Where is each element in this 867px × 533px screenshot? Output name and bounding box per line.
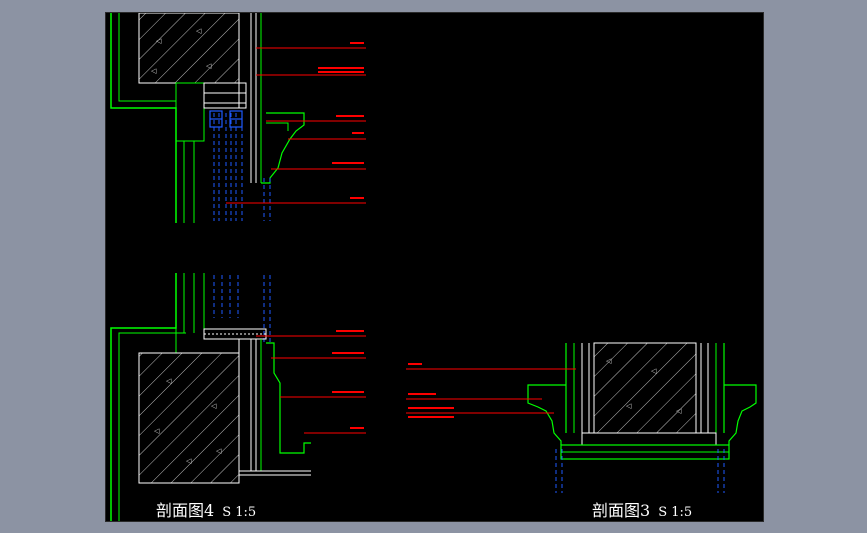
svg-text:◁: ◁ <box>211 402 217 410</box>
section-3-title-text: 剖面图3 <box>592 501 651 520</box>
svg-text:◁: ◁ <box>156 37 162 45</box>
callout-marks-lower <box>332 330 364 429</box>
leader-lines-upper <box>226 47 366 204</box>
section-drawing: ◁ ◁ ◁ ◁ <box>110 13 757 521</box>
section-3-scale: S 1:5 <box>658 505 693 520</box>
svg-text:◁: ◁ <box>216 447 222 455</box>
concrete-block-upper <box>138 13 240 84</box>
svg-text:◁: ◁ <box>651 367 657 375</box>
svg-text:◁: ◁ <box>606 357 612 365</box>
concrete-block-lower <box>138 352 240 484</box>
concrete-block-right <box>593 342 697 434</box>
svg-text:◁: ◁ <box>166 377 172 385</box>
section-4-title: 剖面图4 S 1:5 <box>156 497 256 521</box>
svg-text:◁: ◁ <box>151 67 157 75</box>
section-4-scale: S 1:5 <box>222 505 257 520</box>
leader-lines-right <box>406 368 576 414</box>
svg-text:◁: ◁ <box>154 427 160 435</box>
svg-text:◁: ◁ <box>626 402 632 410</box>
detail-3: ◁ ◁ ◁ ◁ <box>406 342 757 493</box>
cad-drawing-canvas: ◁ ◁ ◁ ◁ <box>105 12 764 522</box>
section-4-title-text: 剖面图4 <box>156 501 215 520</box>
svg-text:◁: ◁ <box>206 62 212 70</box>
callout-marks-right <box>408 363 454 418</box>
callout-marks-upper <box>318 42 364 199</box>
svg-text:◁: ◁ <box>196 27 202 35</box>
leader-lines-lower <box>256 335 366 434</box>
detail-4-lower: ◁ ◁ ◁ ◁ ◁ <box>110 273 366 521</box>
detail-4-upper: ◁ ◁ ◁ ◁ <box>110 13 366 223</box>
svg-text:◁: ◁ <box>186 457 192 465</box>
svg-text:◁: ◁ <box>676 407 682 415</box>
section-3-title: 剖面图3 S 1:5 <box>592 497 692 521</box>
